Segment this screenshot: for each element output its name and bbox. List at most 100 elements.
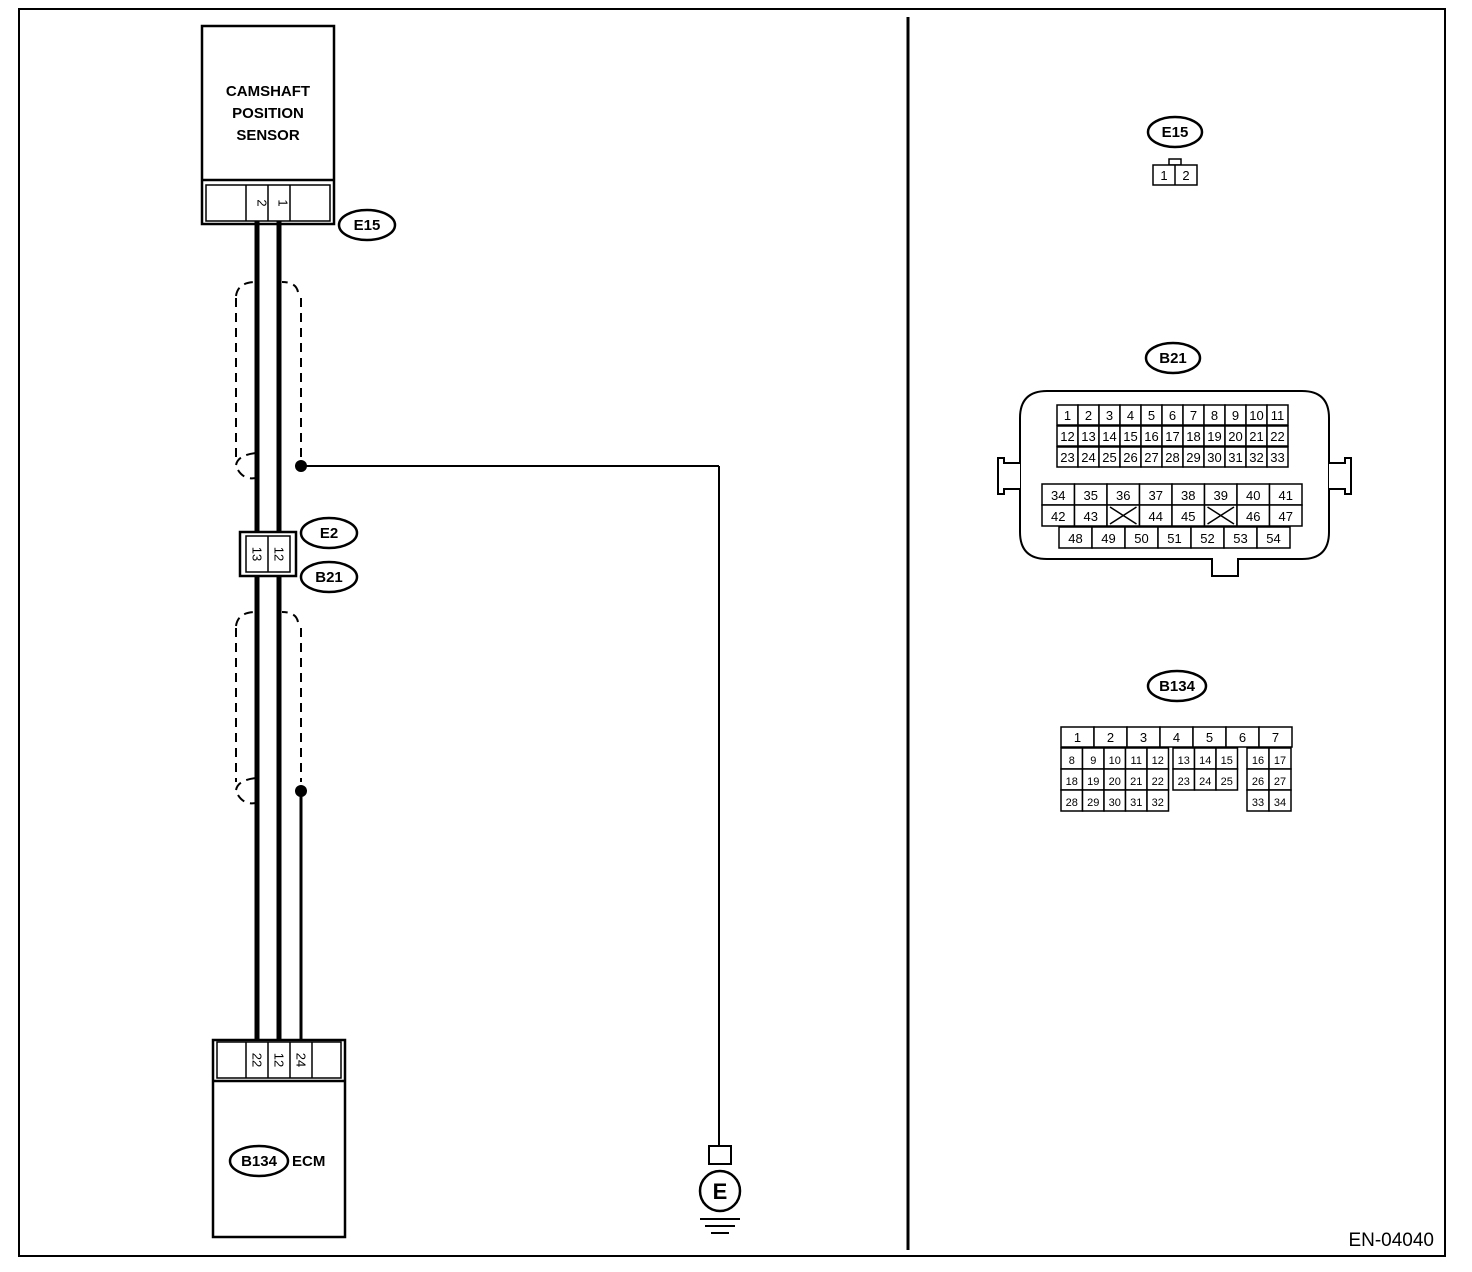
b21-pin-35: 35 xyxy=(1084,488,1098,503)
b134-pin-2: 2 xyxy=(1107,730,1114,745)
svg-text:E2: E2 xyxy=(320,525,338,542)
b21-pin-33: 33 xyxy=(1270,450,1284,465)
b21-pin-1: 1 xyxy=(1064,408,1071,423)
shield-ground-junction-lower xyxy=(295,785,307,797)
b134-pin-7: 7 xyxy=(1272,730,1279,745)
e15-connector-view: E15 1 2 xyxy=(1146,115,1204,186)
b134-pin-27: 27 xyxy=(1274,776,1286,788)
b21-pin-18: 18 xyxy=(1186,429,1200,444)
b134-pin-6: 6 xyxy=(1239,730,1246,745)
b21-pin-53: 53 xyxy=(1233,531,1247,546)
ecm-connector-tag: B134 xyxy=(241,1153,278,1170)
shield-lower xyxy=(235,611,302,805)
outer-frame xyxy=(18,8,1446,1257)
b134-view-label: B134 xyxy=(1159,678,1196,695)
b21-pin-20: 20 xyxy=(1228,429,1242,444)
b134-pin-24: 24 xyxy=(1199,776,1211,788)
b21-pin-25: 25 xyxy=(1102,450,1116,465)
b21-pin-8: 8 xyxy=(1211,408,1218,423)
e15-view-pin-2: 2 xyxy=(1182,168,1189,183)
b134-pin-10: 10 xyxy=(1109,755,1121,767)
b21-cell xyxy=(1268,504,1303,527)
b134-pin-11: 11 xyxy=(1131,755,1142,767)
b134-pin-31: 31 xyxy=(1130,797,1142,809)
b21-pin-46: 46 xyxy=(1246,509,1260,524)
b134-pin-26: 26 xyxy=(1252,776,1264,788)
e15-tag: E15 xyxy=(337,208,397,242)
b21-pin-3: 3 xyxy=(1106,408,1113,423)
b134-pin-23: 23 xyxy=(1178,776,1190,788)
b21-pin-40: 40 xyxy=(1246,488,1260,503)
b21-pin-34: 34 xyxy=(1051,488,1065,503)
b21-pin-39: 39 xyxy=(1214,488,1228,503)
joint-pin-13: 13 xyxy=(250,547,265,561)
b134-cell xyxy=(1268,789,1292,812)
ecm-pin-12: 12 xyxy=(272,1053,287,1067)
b21-pin-4: 4 xyxy=(1127,408,1134,423)
b21-pin-38: 38 xyxy=(1181,488,1195,503)
b21-pin-50: 50 xyxy=(1134,531,1148,546)
b21-pin-26: 26 xyxy=(1123,450,1137,465)
b134-pin-17: 17 xyxy=(1274,755,1286,767)
b134-pin-1: 1 xyxy=(1074,730,1081,745)
b21-cell xyxy=(1266,404,1289,426)
b21-pin-9: 9 xyxy=(1232,408,1239,423)
b21-pin-16: 16 xyxy=(1144,429,1158,444)
b21-pin-36: 36 xyxy=(1116,488,1130,503)
b21-pin-47: 47 xyxy=(1279,509,1293,524)
b21-pin-24: 24 xyxy=(1081,450,1095,465)
b21-pin-45: 45 xyxy=(1181,509,1195,524)
b21-cell xyxy=(1256,526,1291,549)
figure-code: EN-04040 xyxy=(1348,1230,1434,1251)
ground-symbol: E xyxy=(698,1145,742,1234)
b21-pin-48: 48 xyxy=(1068,531,1082,546)
b134-pin-13: 13 xyxy=(1178,755,1190,767)
b134-pin-28: 28 xyxy=(1066,797,1078,809)
shield-upper xyxy=(235,281,302,480)
b21-pin-14: 14 xyxy=(1102,429,1116,444)
joint-pin-12: 12 xyxy=(272,547,287,561)
b134-pin-9: 9 xyxy=(1090,755,1096,767)
b21-pin-12: 12 xyxy=(1060,429,1074,444)
ecm-pin-22: 22 xyxy=(250,1053,265,1067)
b21-pin-28: 28 xyxy=(1165,450,1179,465)
b21-cell xyxy=(1266,446,1289,468)
b21-pin-42: 42 xyxy=(1051,509,1065,524)
b134-pin-12: 12 xyxy=(1152,755,1164,767)
b134-pin-33: 33 xyxy=(1252,797,1264,809)
b21-pin-43: 43 xyxy=(1084,509,1098,524)
b21-pin-22: 22 xyxy=(1270,429,1284,444)
b134-pin-8: 8 xyxy=(1069,755,1075,767)
b134-pin-3: 3 xyxy=(1140,730,1147,745)
b134-pin-14: 14 xyxy=(1199,755,1211,767)
e15-view-pin-1: 1 xyxy=(1160,168,1167,183)
b21-pin-6: 6 xyxy=(1169,408,1176,423)
b21-pin-10: 10 xyxy=(1249,408,1263,423)
b134-pin-34: 34 xyxy=(1274,797,1286,809)
b134-pin-32: 32 xyxy=(1152,797,1164,809)
sensor-pin-2: 2 xyxy=(255,199,270,206)
sensor-title-line-1: CAMSHAFT xyxy=(226,83,310,100)
b134-pin-29: 29 xyxy=(1087,797,1099,809)
b21-pin-41: 41 xyxy=(1279,488,1293,503)
b21-pin-31: 31 xyxy=(1228,450,1242,465)
b21-blank-cross xyxy=(1207,506,1235,525)
b21-pin-17: 17 xyxy=(1165,429,1179,444)
b21-pin-23: 23 xyxy=(1060,450,1074,465)
b134-pin-4: 4 xyxy=(1173,730,1180,745)
ecm: 22 12 24 B134 ECM xyxy=(211,1038,347,1239)
e2-tag: E2 xyxy=(299,516,359,550)
b21-pin-32: 32 xyxy=(1249,450,1263,465)
joint-connector: 13 12 xyxy=(238,530,298,578)
b21-pin-2: 2 xyxy=(1085,408,1092,423)
b21-pin-37: 37 xyxy=(1149,488,1163,503)
svg-text:E: E xyxy=(713,1179,728,1204)
b21-pin-13: 13 xyxy=(1081,429,1095,444)
b134-pin-15: 15 xyxy=(1221,755,1233,767)
wires xyxy=(254,221,303,1040)
b21-pin-27: 27 xyxy=(1144,450,1158,465)
ecm-label: ECM xyxy=(292,1153,325,1170)
